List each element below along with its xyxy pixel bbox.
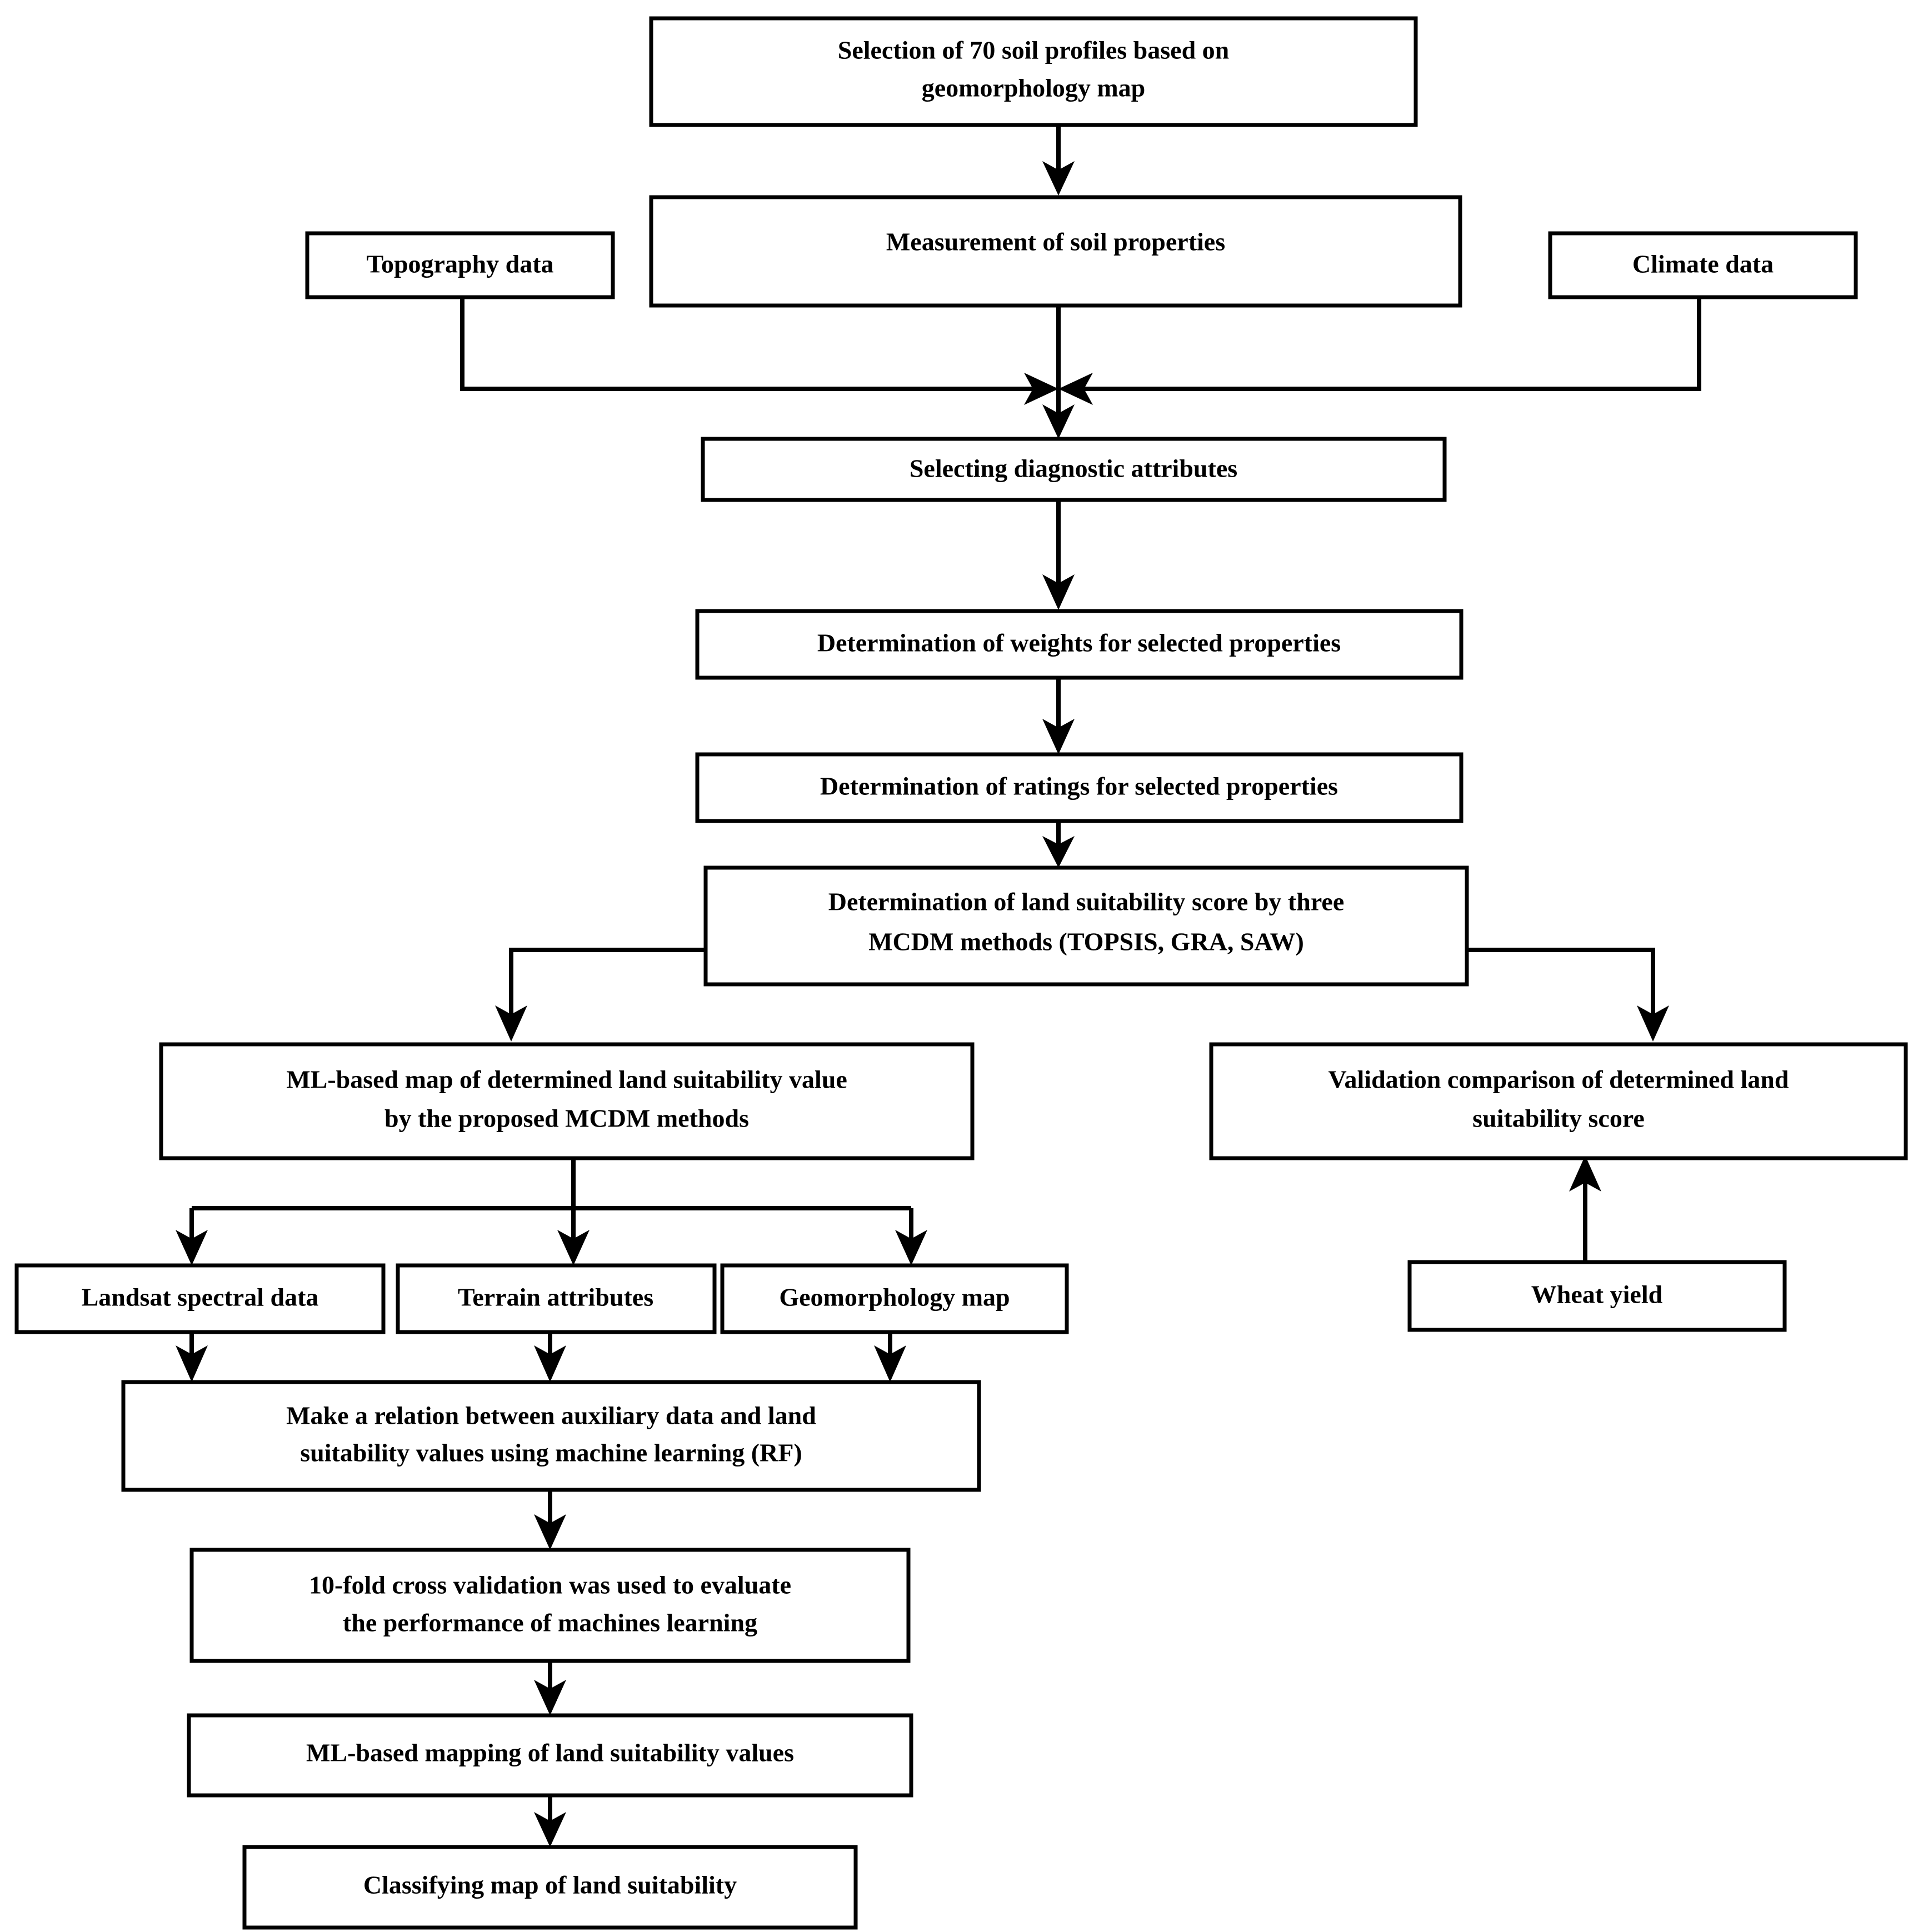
node-ratings-label: Determination of ratings for selected pr… [820,772,1338,800]
node-mcdm-score-line-1: Determination of land suitability score … [828,888,1344,916]
node-geomorphology-map[interactable]: Geomorphology map [720,1263,1069,1334]
edge-diagnostic-to-weights [1042,500,1075,610]
node-landsat-spectral-label: Landsat spectral data [82,1283,319,1312]
edge-landsat-to-relation [176,1332,208,1382]
edge-weights-to-ratings [1042,678,1075,754]
node-topography-data-label: Topography data [366,250,553,278]
node-soil-profiles-line-1: Selection of 70 soil profiles based on [838,36,1230,64]
node-soil-profiles[interactable]: Selection of 70 soil profiles based on g… [649,16,1418,127]
node-ml-mapping[interactable]: ML-based mapping of land suitability val… [187,1713,913,1798]
node-relation-ml-line-1: Make a relation between auxiliary data a… [286,1402,816,1430]
edge-terrain-to-relation [534,1332,566,1382]
edge-mcdm-to-validation [1433,948,1669,1042]
edge-relation-to-crossval [534,1490,566,1550]
node-ml-based-map-line-2: by the proposed MCDM methods [384,1104,749,1133]
node-classifying-map-label: Classifying map of land suitability [363,1871,737,1899]
connector-layer [176,125,1701,1847]
node-weights-label: Determination of weights for selected pr… [817,629,1341,657]
edge-climate-to-junction [1058,297,1701,405]
node-topography-data[interactable]: Topography data [305,231,615,299]
node-terrain-attributes[interactable]: Terrain attributes [396,1263,717,1334]
node-cross-validation[interactable]: 10-fold cross validation was used to eva… [189,1548,911,1663]
node-mcdm-score[interactable]: Determination of land suitability score … [703,865,1469,987]
node-cross-validation-line-1: 10-fold cross validation was used to eva… [309,1571,791,1599]
node-relation-ml[interactable]: Make a relation between auxiliary data a… [121,1380,981,1492]
edge-geomorphology-to-relation [874,1332,906,1382]
node-ml-mapping-label: ML-based mapping of land suitability val… [306,1739,794,1767]
edge-topography-to-junction [460,297,1058,405]
node-climate-data[interactable]: Climate data [1548,231,1858,299]
edge-soil-profiles-to-soil-properties [1042,125,1075,196]
edge-mcdm-to-ml-map [495,948,706,1042]
node-diagnostic-attributes[interactable]: Selecting diagnostic attributes [701,437,1447,502]
node-classifying-map[interactable]: Classifying map of land suitability [242,1845,858,1930]
node-terrain-attributes-label: Terrain attributes [458,1283,653,1312]
node-ml-based-map-line-1: ML-based map of determined land suitabil… [286,1065,847,1094]
node-validation-comparison-line-2: suitability score [1472,1104,1645,1133]
node-landsat-spectral[interactable]: Landsat spectral data [14,1263,386,1334]
node-ratings[interactable]: Determination of ratings for selected pr… [695,752,1464,823]
node-geomorphology-map-label: Geomorphology map [779,1283,1010,1312]
node-validation-comparison-line-1: Validation comparison of determined land [1328,1065,1789,1094]
edge-wheatyield-to-validation [1569,1155,1601,1262]
node-relation-ml-line-2: suitability values using machine learnin… [300,1439,802,1467]
edge-mlmapping-to-classifying [534,1795,566,1847]
node-diagnostic-attributes-label: Selecting diagnostic attributes [910,454,1237,483]
node-soil-properties-label: Measurement of soil properties [886,228,1225,256]
edge-ml-map-fanout [176,1158,927,1265]
edge-ratings-to-mcdm [1042,821,1075,868]
node-wheat-yield[interactable]: Wheat yield [1407,1260,1787,1332]
edge-crossval-to-mlmapping [534,1661,566,1715]
node-soil-profiles-line-2: geomorphology map [922,74,1146,102]
node-ml-based-map[interactable]: ML-based map of determined land suitabil… [159,1042,975,1160]
node-climate-data-label: Climate data [1632,250,1774,278]
node-validation-comparison[interactable]: Validation comparison of determined land… [1209,1042,1908,1160]
node-soil-properties[interactable]: Measurement of soil properties [649,195,1462,308]
node-weights[interactable]: Determination of weights for selected pr… [695,609,1464,680]
node-wheat-yield-label: Wheat yield [1531,1280,1663,1309]
node-cross-validation-line-2: the performance of machines learning [343,1609,757,1637]
edge-soil-properties-to-diagnostic [1042,306,1075,439]
node-mcdm-score-line-2: MCDM methods (TOPSIS, GRA, SAW) [868,928,1304,956]
